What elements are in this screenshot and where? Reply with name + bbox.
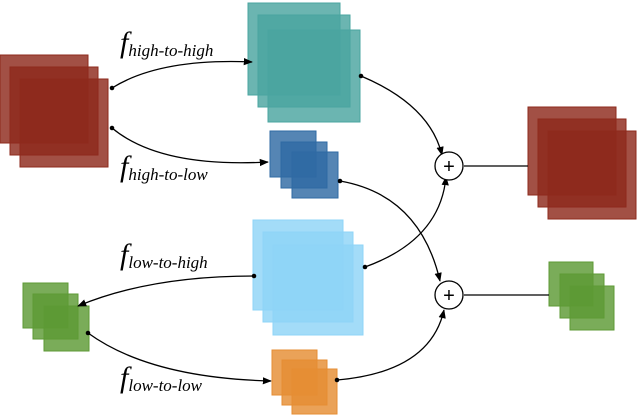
feature-map-layer bbox=[267, 29, 361, 123]
arrow-high-to-high bbox=[109, 58, 253, 91]
low-freq-input-stack bbox=[22, 282, 90, 352]
label-high-to-high: fhigh-to-high bbox=[120, 26, 213, 60]
low-to-high-output-stack bbox=[252, 219, 364, 336]
high-to-high-output-stack bbox=[247, 2, 361, 123]
label-low-to-high: flow-to-high bbox=[120, 238, 208, 272]
plus-icon: + bbox=[443, 156, 455, 178]
low-freq-output-stack bbox=[548, 261, 615, 331]
sum-low-operator: + bbox=[434, 280, 464, 310]
feature-map-layer bbox=[272, 244, 364, 336]
feature-map-layer bbox=[569, 285, 615, 331]
high-freq-input-stack bbox=[0, 54, 109, 168]
label-high-to-low: fhigh-to-low bbox=[120, 150, 208, 184]
feature-map-layer bbox=[291, 368, 338, 415]
high-freq-output-stack bbox=[527, 106, 637, 220]
high-to-low-output-stack bbox=[269, 130, 339, 199]
arrow-hh-to-sum-high bbox=[358, 73, 444, 156]
feature-map-layer bbox=[291, 151, 339, 199]
arrow-lh-to-sum-high bbox=[362, 176, 449, 270]
arrow-high-to-low bbox=[109, 125, 269, 167]
sum-high-operator: + bbox=[434, 151, 464, 181]
plus-icon: + bbox=[443, 285, 455, 307]
arrow-ll-to-sum-low bbox=[334, 309, 446, 383]
feature-map-layer bbox=[547, 130, 637, 220]
arrow-low-to-high bbox=[77, 273, 257, 307]
arrow-low-to-low bbox=[85, 330, 272, 385]
feature-map-layer bbox=[43, 305, 90, 352]
feature-map-layer bbox=[19, 78, 109, 168]
low-to-low-output-stack bbox=[271, 349, 338, 415]
arrow-hl-to-sum-low bbox=[337, 178, 442, 282]
